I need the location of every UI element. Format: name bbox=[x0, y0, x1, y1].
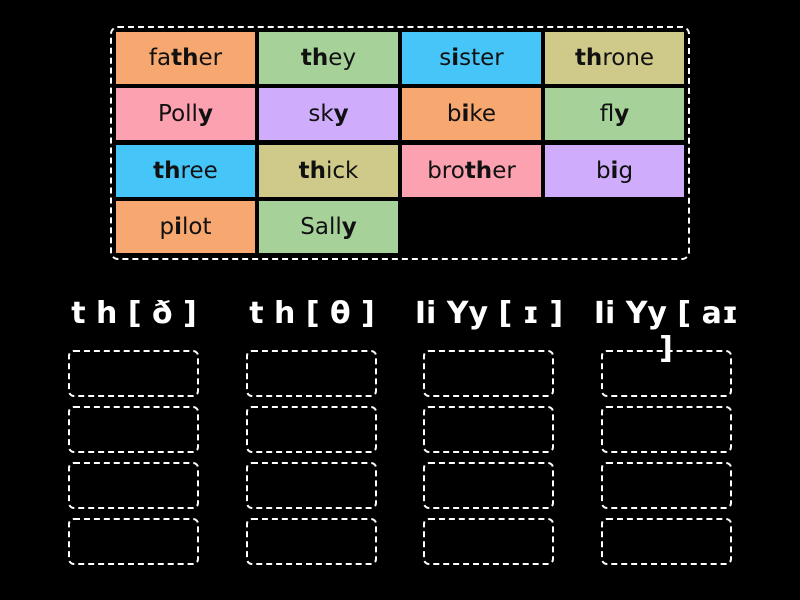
category-heading-long-i: Ii Yy [ aɪ ] bbox=[593, 296, 739, 366]
drop-slot[interactable] bbox=[68, 462, 199, 509]
word-pool bbox=[110, 26, 690, 260]
word-part: ster bbox=[459, 45, 504, 71]
word-part: rone bbox=[602, 45, 655, 71]
highlighted-letters: i bbox=[451, 45, 460, 71]
word-part: Sall bbox=[300, 214, 342, 240]
word-part: er bbox=[492, 158, 516, 184]
word-part: er bbox=[198, 45, 223, 71]
word-part: ree bbox=[180, 158, 218, 184]
word-part: b bbox=[595, 158, 611, 184]
word-part: bro bbox=[427, 158, 465, 184]
drop-slot[interactable] bbox=[423, 406, 554, 453]
highlighted-letters: i bbox=[174, 214, 182, 240]
drop-slot[interactable] bbox=[246, 350, 377, 397]
word-part: ick bbox=[326, 158, 359, 184]
highlighted-letters: y bbox=[333, 101, 349, 127]
drop-slot[interactable] bbox=[423, 350, 554, 397]
highlighted-letters: th bbox=[298, 158, 326, 184]
highlighted-letters: th bbox=[574, 45, 603, 71]
word-part: fa bbox=[148, 45, 172, 71]
word-part: b bbox=[446, 101, 462, 127]
word-part: g bbox=[618, 158, 634, 184]
word-part: Poll bbox=[158, 101, 198, 127]
word-part: sk bbox=[308, 101, 334, 127]
drop-slot[interactable] bbox=[423, 518, 554, 565]
highlighted-letters: y bbox=[341, 214, 357, 240]
word-part: ke bbox=[469, 101, 497, 127]
highlighted-letters: i bbox=[610, 158, 619, 184]
drop-slot[interactable] bbox=[601, 350, 732, 397]
drop-slot[interactable] bbox=[246, 406, 377, 453]
drop-slot[interactable] bbox=[601, 462, 732, 509]
drop-slot[interactable] bbox=[423, 462, 554, 509]
drop-slot[interactable] bbox=[68, 518, 199, 565]
word-part: ey bbox=[328, 45, 357, 71]
highlighted-letters: th bbox=[300, 45, 329, 71]
drop-slot[interactable] bbox=[601, 518, 732, 565]
word-part: fl bbox=[599, 101, 615, 127]
highlighted-letters: y bbox=[197, 101, 213, 127]
drop-slot[interactable] bbox=[246, 462, 377, 509]
word-part: lot bbox=[182, 214, 212, 240]
category-heading-th-voiced: t h [ ð ] bbox=[71, 296, 197, 331]
word-part: p bbox=[159, 214, 175, 240]
highlighted-letters: y bbox=[614, 101, 630, 127]
highlighted-letters: i bbox=[461, 101, 470, 127]
highlighted-letters: th bbox=[464, 158, 493, 184]
drop-slot[interactable] bbox=[68, 406, 199, 453]
drop-slot[interactable] bbox=[68, 350, 199, 397]
drop-slot[interactable] bbox=[246, 518, 377, 565]
word-part: s bbox=[439, 45, 452, 71]
highlighted-letters: th bbox=[171, 45, 199, 71]
category-heading-short-i: Ii Yy [ ɪ ] bbox=[414, 296, 564, 331]
drop-slot[interactable] bbox=[601, 406, 732, 453]
highlighted-letters: th bbox=[153, 158, 181, 184]
category-heading-th-voiceless: t h [ θ ] bbox=[249, 296, 375, 331]
